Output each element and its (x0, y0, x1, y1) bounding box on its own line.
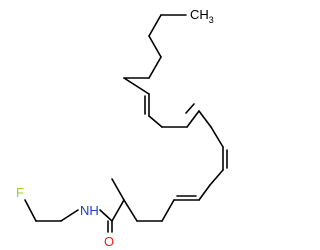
molecule-structure: CH3 F NH O (16, 7, 228, 249)
hexyl-tail (123, 14, 187, 79)
fluoroethyl-group (24, 199, 113, 222)
double-bond-4 (161, 184, 211, 222)
double-bond-1 (123, 77, 163, 128)
double-bond-3 (209, 126, 228, 186)
carbonyl-group (107, 220, 113, 233)
structure-canvas: CH3 F NH O (16, 7, 228, 249)
fluorine-label: F (16, 185, 24, 200)
double-bond-2 (161, 103, 212, 128)
alpha-chain (111, 178, 163, 222)
methyl-label: CH3 (190, 7, 214, 25)
oxygen-label: O (104, 234, 114, 249)
nitrogen-label: NH (80, 203, 99, 218)
